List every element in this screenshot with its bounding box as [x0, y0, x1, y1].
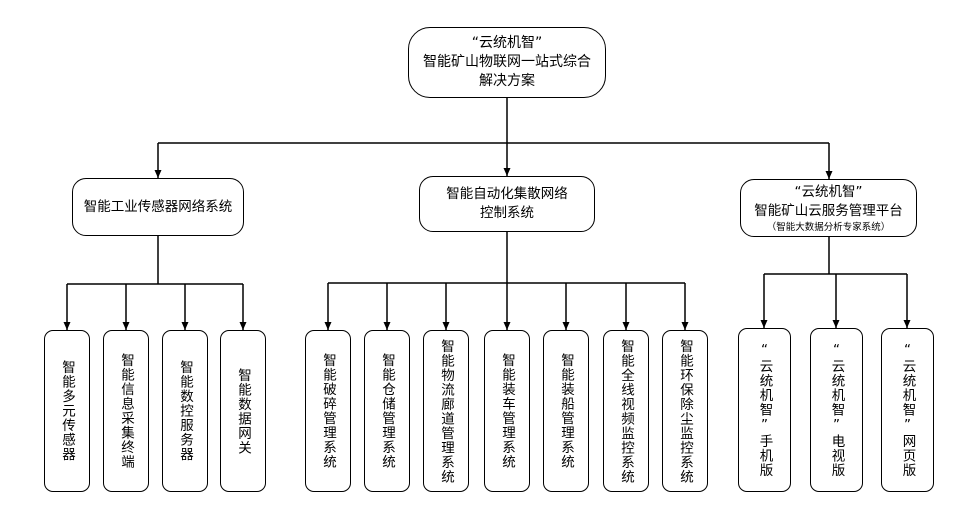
- leaf-label: 智能装船管理系统: [558, 353, 574, 469]
- arrowhead: [442, 322, 450, 330]
- arrowhead: [503, 168, 511, 176]
- leaf-label: 智能数控服务器: [177, 360, 193, 462]
- leaf-box: 智能装车管理系统: [484, 330, 530, 492]
- leaf-label: 智能环保除尘监控系统: [677, 338, 693, 484]
- group-title-line: 智能自动化集散网络: [446, 186, 568, 202]
- arrowhead: [681, 322, 689, 330]
- arrowhead: [832, 320, 840, 328]
- group-box-sensor-network: 智能工业传感器网络系统: [72, 178, 244, 236]
- leaf-label: 智能数据网关: [235, 367, 251, 455]
- root-title-line-3: 解决方案: [479, 73, 535, 89]
- leaf-label: 智能装车管理系统: [499, 353, 515, 469]
- arrowhead: [562, 322, 570, 330]
- leaf-label: 智能物流廊道管理系统: [438, 338, 454, 484]
- leaf-box: 智能仓储管理系统: [364, 330, 410, 492]
- leaf-box: “云统机智”手机版: [738, 328, 791, 492]
- arrowhead: [63, 322, 71, 330]
- group-box-automation-control: 智能自动化集散网络 控制系统: [419, 176, 595, 232]
- leaf-label: “云统机智”手机版: [756, 342, 773, 478]
- leaf-label: 智能多元传感器: [59, 360, 75, 462]
- arrowhead: [503, 322, 511, 330]
- group-title-line: 智能矿山云服务管理平台: [754, 202, 903, 219]
- leaf-label: 智能仓储管理系统: [379, 353, 395, 469]
- group-title-line: 控制系统: [480, 205, 534, 221]
- root-title-line-2: 智能矿山物联网一站式综合: [423, 54, 591, 70]
- leaf-label: “云统机智”网页版: [899, 342, 916, 478]
- leaf-box: 智能全线视频监控系统: [603, 330, 649, 492]
- leaf-box: 智能物流廊道管理系统: [423, 330, 469, 492]
- leaf-box: 智能破碎管理系统: [305, 330, 351, 492]
- leaf-label: “云统机智”电视版: [828, 342, 845, 478]
- leaf-label: 智能全线视频监控系统: [618, 338, 634, 484]
- leaf-box: 智能数控服务器: [162, 330, 208, 492]
- group-subtitle: （智能大数据分析专家系统）: [766, 221, 891, 233]
- leaf-label: 智能信息采集终端: [118, 353, 134, 469]
- root-title-line-1: “云统机智”: [471, 35, 543, 51]
- arrowhead: [622, 322, 630, 330]
- group-title-line: “云统机智”: [794, 183, 863, 200]
- arrowhead: [760, 320, 768, 328]
- leaf-box: 智能数据网关: [220, 330, 266, 492]
- arrowhead: [383, 322, 391, 330]
- leaf-box: “云统机智”电视版: [810, 328, 863, 492]
- arrowhead: [181, 322, 189, 330]
- arrowhead: [154, 170, 162, 178]
- group-title-line: 智能工业传感器网络系统: [83, 198, 233, 215]
- arrowhead: [122, 322, 130, 330]
- arrowhead: [239, 322, 247, 330]
- group-box-cloud-platform: “云统机智” 智能矿山云服务管理平台 （智能大数据分析专家系统）: [740, 179, 917, 237]
- root-solution-box: “云统机智” 智能矿山物联网一站式综合 解决方案: [408, 27, 606, 98]
- arrowhead: [903, 320, 911, 328]
- leaf-box: 智能信息采集终端: [103, 330, 149, 492]
- leaf-label: 智能破碎管理系统: [320, 353, 336, 469]
- leaf-box: 智能装船管理系统: [543, 330, 589, 492]
- leaf-box: “云统机智”网页版: [881, 328, 934, 492]
- arrowhead: [825, 171, 833, 179]
- leaf-box: 智能环保除尘监控系统: [662, 330, 708, 492]
- arrowhead: [324, 322, 332, 330]
- leaf-box: 智能多元传感器: [44, 330, 90, 492]
